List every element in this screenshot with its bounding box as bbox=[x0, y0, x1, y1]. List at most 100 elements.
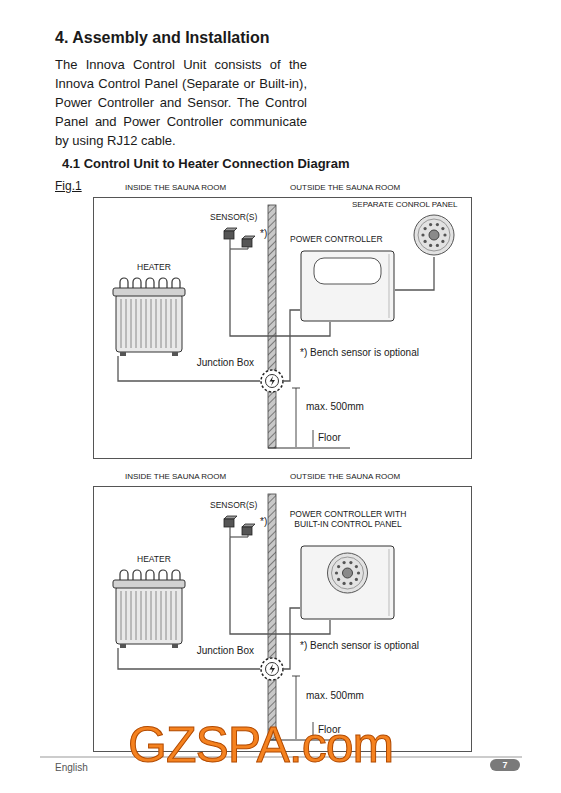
sensor-wire bbox=[229, 239, 230, 250]
panel-button bbox=[441, 227, 444, 230]
wire-connection bbox=[395, 257, 434, 290]
heater-slat bbox=[146, 591, 147, 640]
dimension-label: max. 500mm bbox=[306, 401, 364, 412]
heating-element bbox=[120, 570, 128, 580]
heater-body bbox=[116, 294, 182, 352]
heater-slat bbox=[176, 299, 177, 348]
panel-button bbox=[424, 227, 427, 230]
panel-button bbox=[357, 571, 360, 574]
dimension-line bbox=[296, 388, 297, 447]
junction-outline bbox=[261, 658, 283, 680]
panel-display bbox=[343, 568, 353, 578]
panel-button bbox=[355, 578, 358, 581]
wire-connection bbox=[284, 608, 300, 669]
heater-slat bbox=[131, 591, 132, 640]
panel-button bbox=[421, 233, 424, 236]
controller-edge bbox=[389, 254, 390, 318]
section-heading: 4.1 Control Unit to Heater Connection Di… bbox=[62, 156, 349, 171]
power-controller-builtin-art bbox=[300, 545, 395, 620]
heater-leg bbox=[120, 352, 126, 356]
controller-edge bbox=[389, 549, 390, 616]
power-controller-art bbox=[300, 250, 395, 322]
heating-element bbox=[172, 278, 180, 288]
panel-button bbox=[349, 582, 352, 585]
sensor-body bbox=[224, 519, 234, 527]
junction-box-art bbox=[260, 657, 284, 681]
temperature-sensors: SENSOR(S)*) bbox=[222, 226, 258, 250]
panel-button bbox=[349, 561, 352, 564]
sauna-heater-art bbox=[110, 278, 188, 356]
sensor-top bbox=[242, 524, 255, 527]
sauna-wall bbox=[268, 494, 276, 740]
temperature-sensors-art bbox=[222, 226, 258, 250]
heater-slat bbox=[141, 299, 142, 348]
junction-body bbox=[266, 663, 279, 676]
page-number: 7 bbox=[490, 759, 520, 771]
control-panel-art bbox=[412, 213, 456, 257]
junction-box: Junction Box bbox=[260, 369, 284, 393]
heater-slat bbox=[171, 591, 172, 640]
footnote: *) Bench sensor is optional bbox=[300, 640, 419, 651]
diagram-panel: INSIDE THE SAUNA ROOMOUTSIDE THE SAUNA R… bbox=[93, 197, 472, 459]
heater-rim bbox=[113, 580, 185, 588]
heater-slat bbox=[121, 299, 122, 348]
junction-box-art bbox=[260, 369, 284, 393]
heater-slat bbox=[131, 299, 132, 348]
heater-body bbox=[116, 586, 182, 644]
controller-housing bbox=[301, 546, 394, 619]
sensor-wire bbox=[229, 527, 230, 538]
watermark: GZSPA.com bbox=[128, 720, 393, 770]
heating-element bbox=[146, 278, 154, 288]
part-label: SENSOR(S) bbox=[210, 212, 257, 222]
heating-element bbox=[159, 570, 167, 580]
dimension-tick bbox=[292, 676, 300, 677]
heater-slat bbox=[126, 299, 127, 348]
panel-display bbox=[429, 230, 439, 240]
sensor-wire bbox=[230, 536, 248, 537]
wire-connection bbox=[284, 310, 300, 381]
heating-element bbox=[120, 278, 128, 288]
sensor-body bbox=[224, 231, 234, 239]
junction-body bbox=[266, 375, 279, 388]
floor-line bbox=[268, 448, 350, 449]
panel-button bbox=[355, 565, 358, 568]
power-controller-builtin: POWER CONTROLLER WITH BUILT-IN CONTROL P… bbox=[300, 545, 395, 620]
heating-element bbox=[172, 570, 180, 580]
heater-slat bbox=[151, 299, 152, 348]
panel-button bbox=[337, 565, 340, 568]
heater-rim bbox=[113, 288, 185, 296]
panel-button bbox=[429, 244, 432, 247]
panel-button bbox=[441, 240, 444, 243]
floor-tick bbox=[313, 430, 314, 447]
part-label: POWER CONTROLLER WITH BUILT-IN CONTROL P… bbox=[283, 509, 413, 529]
footer-language: English bbox=[55, 762, 88, 773]
sensor-wire bbox=[230, 248, 248, 249]
junction-outline bbox=[261, 370, 283, 392]
wire-connection bbox=[118, 356, 260, 381]
panel-button bbox=[424, 240, 427, 243]
diagram-panel: INSIDE THE SAUNA ROOMOUTSIDE THE SAUNA R… bbox=[93, 486, 472, 752]
sauna-heater: HEATER bbox=[110, 570, 188, 648]
heater-slat bbox=[146, 299, 147, 348]
panel-ring bbox=[418, 219, 450, 251]
sauna-wall bbox=[268, 205, 276, 448]
heater-leg bbox=[172, 644, 178, 648]
heater-slat bbox=[136, 591, 137, 640]
footnote: *) Bench sensor is optional bbox=[300, 347, 419, 358]
sensor-body bbox=[242, 527, 252, 535]
sensor-top bbox=[224, 516, 237, 519]
controller-housing bbox=[301, 251, 394, 321]
heater-leg bbox=[172, 352, 178, 356]
part-label: HEATER bbox=[137, 554, 171, 564]
panel-button bbox=[335, 571, 338, 574]
heater-slat bbox=[176, 591, 177, 640]
dimension-label: max. 500mm bbox=[306, 690, 364, 701]
heating-element bbox=[159, 278, 167, 288]
part-label: SEPARATE CONROL PANEL bbox=[352, 200, 458, 210]
power-controller: POWER CONTROLLER bbox=[300, 250, 395, 322]
floor-label: Floor bbox=[318, 432, 341, 443]
heater-slat bbox=[136, 299, 137, 348]
panel-button bbox=[337, 578, 340, 581]
heating-element bbox=[146, 570, 154, 580]
room-label: OUTSIDE THE SAUNA ROOM bbox=[290, 472, 400, 482]
